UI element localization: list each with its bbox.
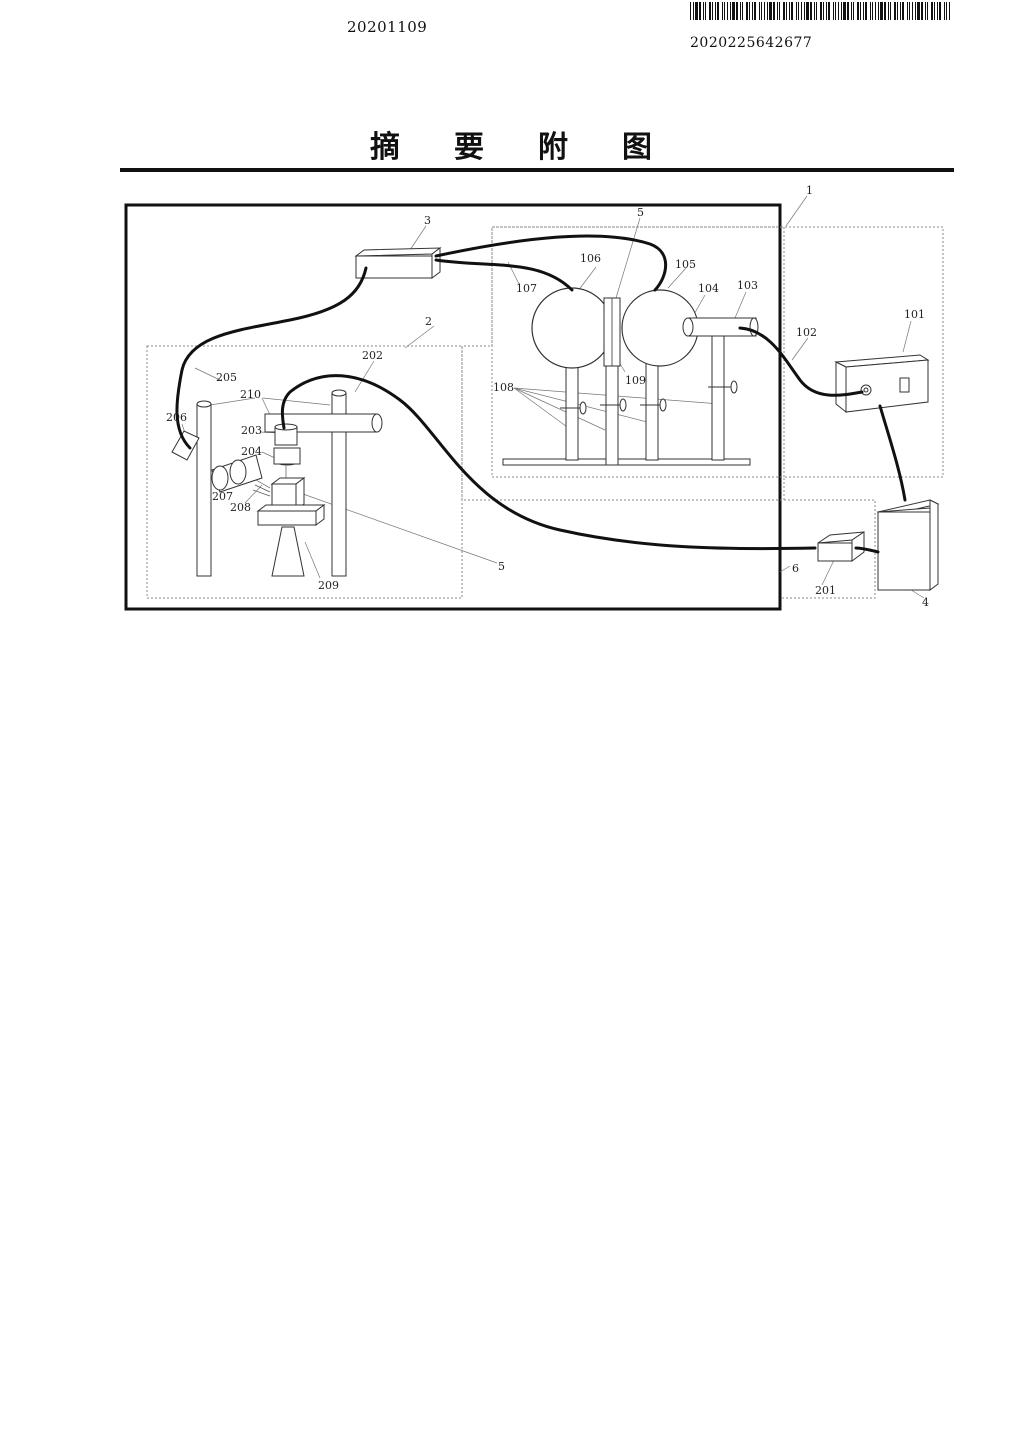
document-number: 2020225642677 [690, 35, 813, 51]
fiber-202 [280, 374, 817, 551]
abstract-figure: 3 1 5 106 105 104 103 107 101 102 109 10… [124, 184, 944, 611]
label-105: 105 [675, 258, 696, 271]
unit-4 [876, 499, 940, 591]
label-101: 101 [904, 308, 925, 321]
label-104: 104 [698, 282, 719, 295]
label-109: 109 [625, 374, 646, 387]
label-207: 207 [212, 490, 233, 503]
dashed-box-2 [146, 345, 463, 599]
label-103: 103 [737, 279, 758, 292]
barcode [690, 2, 950, 20]
main-frame [124, 203, 782, 611]
dashed-box-6 [780, 499, 876, 599]
title-char: 图 [622, 130, 654, 165]
fiber-107b [434, 234, 668, 292]
sphere-106 [531, 287, 613, 369]
fiber-102 [738, 326, 864, 397]
title-char: 摘 [370, 130, 402, 165]
label-106: 106 [580, 252, 601, 265]
label-4: 4 [922, 596, 929, 609]
label-201: 201 [815, 584, 836, 597]
label-209: 209 [318, 579, 339, 592]
label-102: 102 [796, 326, 817, 339]
label-203: 203 [241, 424, 262, 437]
unit-3 [354, 247, 442, 279]
label-205: 205 [216, 371, 237, 384]
page-title: 摘要附图 [0, 122, 1024, 166]
cable-4-201 [854, 546, 880, 554]
post-left [196, 403, 212, 577]
label-6: 6 [792, 562, 799, 575]
unit-201 [817, 531, 865, 562]
cable-101-4 [878, 404, 907, 502]
label-202: 202 [362, 349, 383, 362]
dashed-box-inner [491, 226, 785, 478]
label-108: 108 [493, 381, 514, 394]
label-5-bottom: 5 [498, 560, 505, 573]
label-2: 2 [425, 315, 432, 328]
label-1: 1 [806, 184, 813, 197]
fiber-107a [434, 258, 574, 292]
dashed-box-1 [461, 226, 944, 501]
fiber-205 [175, 266, 368, 450]
title-char: 要 [454, 130, 486, 165]
unit-101 [834, 354, 930, 414]
label-107: 107 [516, 282, 537, 295]
label-204: 204 [241, 445, 262, 458]
label-210: 210 [240, 388, 261, 401]
label-206: 206 [166, 411, 187, 424]
label-3: 3 [424, 214, 431, 227]
title-char: 附 [538, 130, 570, 165]
label-208: 208 [230, 501, 251, 514]
header-date: 20201109 [347, 18, 428, 36]
label-5-top: 5 [637, 206, 644, 219]
title-rule [120, 168, 954, 172]
